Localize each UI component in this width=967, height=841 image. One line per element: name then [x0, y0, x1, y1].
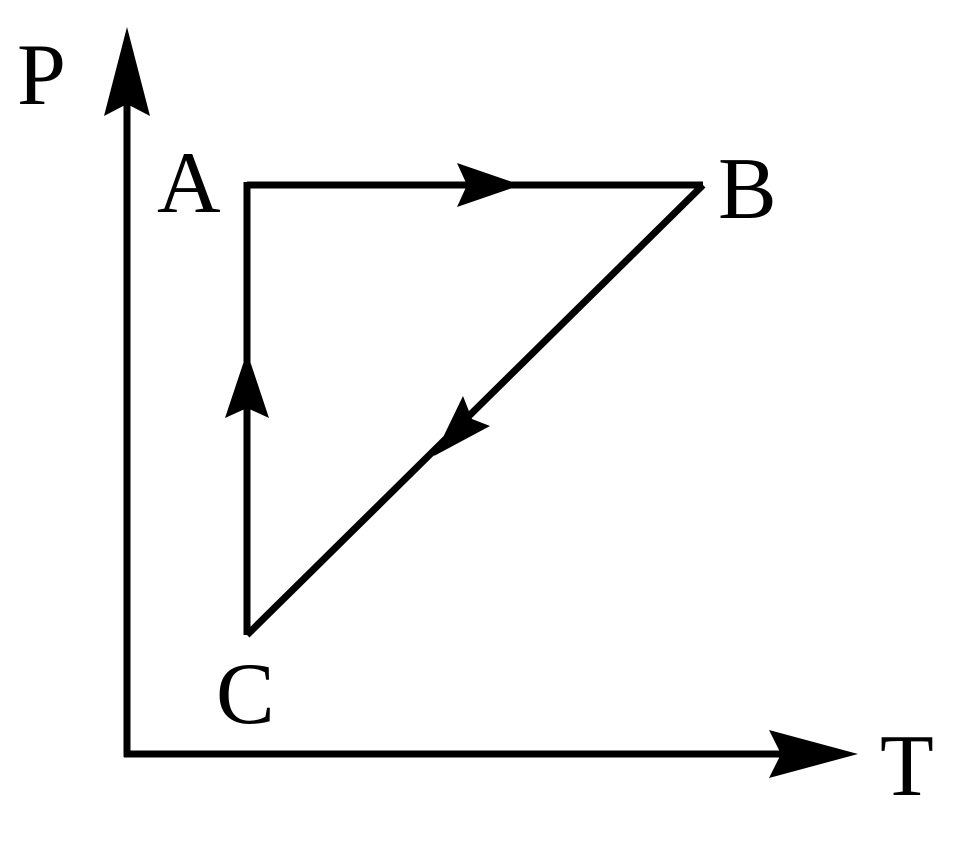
p-axis-arrowhead	[104, 27, 150, 116]
state-a-label: A	[157, 135, 221, 232]
state-b-label: B	[718, 141, 777, 238]
p-axis-label: P	[17, 27, 66, 124]
process-b-to-c	[244, 182, 706, 638]
state-c-label: C	[216, 646, 275, 743]
process-a-to-b-arrowhead	[457, 163, 521, 207]
t-axis-arrowhead	[769, 730, 858, 778]
process-b-to-c-arrowhead	[434, 396, 490, 456]
t-axis-label: T	[880, 718, 934, 815]
process-c-to-a-arrowhead	[225, 352, 269, 418]
